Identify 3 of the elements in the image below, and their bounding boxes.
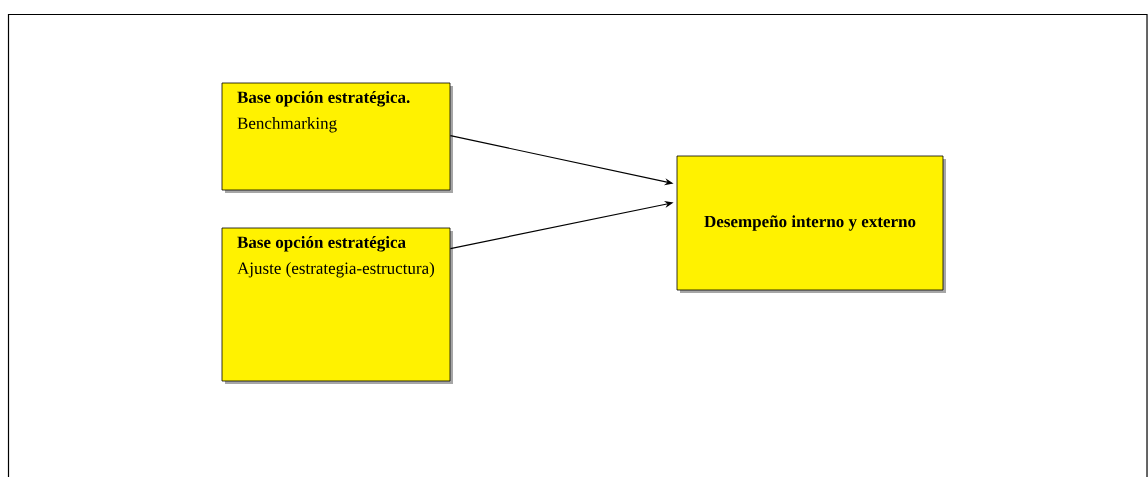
process-box: Base opción estratégica Ajuste (estrategia-estructura) (221, 227, 453, 384)
process-box: Desempeño interno y externo (676, 155, 946, 293)
process-box: Base opción estratégica. Benchmarking (221, 82, 453, 193)
